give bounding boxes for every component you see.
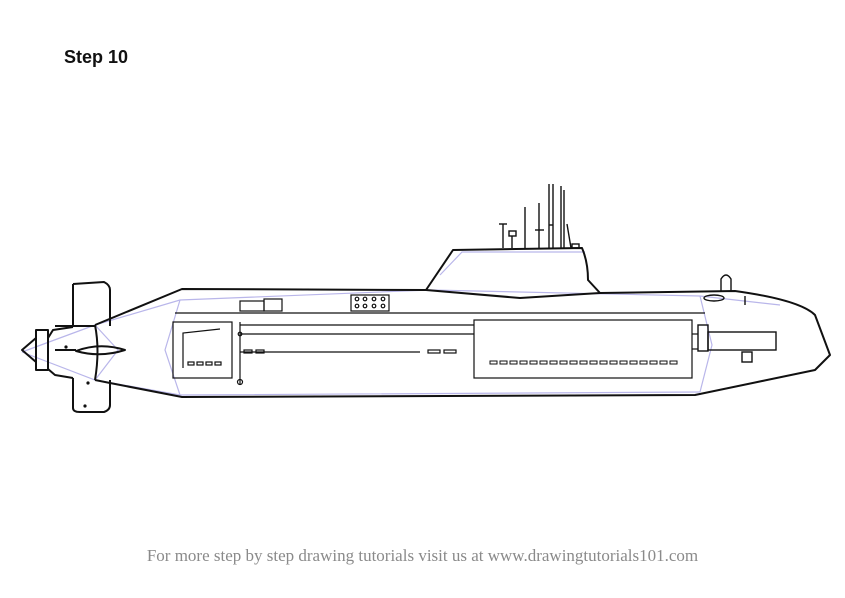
periscope-masts: [499, 184, 580, 249]
side-panels: [172, 319, 698, 386]
hull: [94, 247, 831, 398]
stern-rivets: [64, 345, 90, 408]
vent-row: [489, 360, 678, 365]
deck-details: [175, 294, 705, 314]
stern-assembly: [21, 281, 126, 413]
step-title: Step 10: [64, 47, 129, 67]
bow-fittings: [697, 274, 777, 363]
footer-credit: For more step by step drawing tutorials …: [146, 546, 699, 565]
guide-lines: [21, 251, 781, 396]
